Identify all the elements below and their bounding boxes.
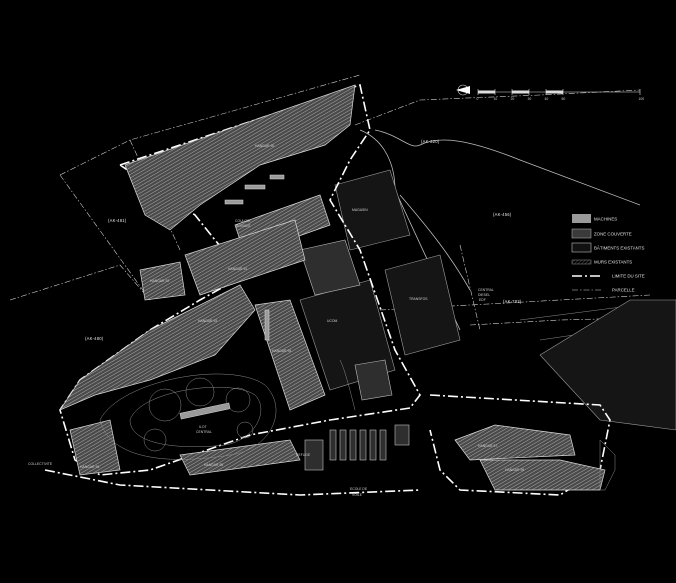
label-hangar-98: HANGAR 98 bbox=[505, 468, 524, 472]
south-structures bbox=[304, 424, 410, 471]
legend-swatch-machines bbox=[572, 214, 591, 223]
scale-tick-label: 0 bbox=[477, 97, 479, 101]
legend-label-walls: MURS EXISTANTS bbox=[594, 260, 632, 265]
ilot-central bbox=[99, 373, 277, 460]
legend: MACHINES ZONE COUVERTE BÂTIMENTS EXISTANTS… bbox=[571, 214, 645, 293]
label-hangar-90: HANGAR 90 bbox=[255, 144, 274, 148]
boat-hulls bbox=[339, 359, 616, 491]
hangar-east-1-zone bbox=[454, 424, 576, 461]
label-central-1: CENTRAL bbox=[478, 288, 494, 292]
legend-label-site: LIMITE DU SITE bbox=[612, 274, 645, 279]
transfos-building bbox=[384, 254, 461, 356]
legend-swatch-covered bbox=[571, 228, 592, 239]
label-hangar-92: HANGAR 92 bbox=[150, 279, 169, 283]
label-ak481: (AK-481) bbox=[108, 218, 127, 223]
label-hangar-94: HANGAR 94 bbox=[272, 349, 291, 353]
legend-label-machines: MACHINES bbox=[594, 217, 617, 222]
scale-tick-label: 30 bbox=[528, 97, 532, 101]
hangar-south-zone bbox=[179, 439, 301, 476]
label-transfos: TRANSFOS bbox=[409, 297, 428, 301]
label-collectivite: COLLECTIVITE bbox=[28, 462, 53, 466]
label-couloir-1: COULOIR bbox=[235, 219, 251, 223]
legend-label-existing: BÂTIMENTS EXISTANTS bbox=[594, 246, 644, 251]
north-arrow-icon bbox=[456, 84, 470, 96]
label-hangar-96: HANGAR 96 bbox=[80, 465, 99, 469]
label-refuge: REFUGE bbox=[296, 453, 311, 457]
hangar-long-zone bbox=[254, 299, 326, 411]
label-hangar-91: HANGAR 91 bbox=[228, 267, 247, 271]
label-ecole-2: VOILE bbox=[352, 493, 363, 497]
scale-bar: 0 10 20 30 40 50 100 bbox=[456, 84, 645, 101]
machines bbox=[179, 174, 285, 420]
existing-buildings bbox=[299, 169, 676, 431]
scale-tick-label: 10 bbox=[494, 97, 498, 101]
hangar-west-zone bbox=[59, 284, 256, 411]
label-central-3: EDF bbox=[479, 298, 486, 302]
legend-label-covered: ZONE COUVERTE bbox=[594, 232, 632, 237]
label-ilot-2: CENTRAL bbox=[196, 430, 212, 434]
label-ecole-1: ECOLE DE bbox=[350, 487, 368, 491]
label-magasin: MAGASIN bbox=[352, 208, 368, 212]
label-hangar-95: HANGAR 95 bbox=[204, 463, 223, 467]
scale-tick-label: 100 bbox=[639, 97, 645, 101]
hangar-central-zone bbox=[184, 219, 306, 296]
covered-zones bbox=[59, 84, 606, 491]
magasin-building bbox=[334, 169, 411, 251]
label-ak783: (AK-783) bbox=[503, 299, 522, 304]
scale-tick-label: 50 bbox=[562, 97, 566, 101]
label-hangar-97: HANGAR 97 bbox=[478, 444, 497, 448]
legend-label-parcel: PARCELLE bbox=[612, 288, 635, 293]
east-building bbox=[539, 299, 676, 431]
hangar-small-zone bbox=[139, 261, 186, 301]
scale-tick-label: 20 bbox=[511, 97, 515, 101]
scale-segment bbox=[478, 90, 495, 94]
legend-swatch-existing bbox=[571, 242, 592, 253]
central-diesel-building bbox=[299, 239, 361, 296]
hangar-90-zone bbox=[124, 84, 356, 231]
legend-swatch-walls bbox=[571, 259, 592, 265]
plan-labels: (AK-320) (AK-481) (AK-456) (AK-480) (AK-… bbox=[28, 139, 524, 497]
scale-segment bbox=[512, 90, 529, 94]
label-ucom: UCOM bbox=[327, 319, 338, 323]
south-east-block bbox=[354, 359, 393, 401]
label-ilot-1: ILOT bbox=[199, 425, 207, 429]
label-ak480: (AK-480) bbox=[85, 336, 104, 341]
label-couloir-2: BOIVANT bbox=[236, 224, 251, 228]
label-hangar-93: HANGAR 93 bbox=[198, 319, 217, 323]
scale-segment bbox=[546, 90, 563, 94]
label-ak456: (AK-456) bbox=[493, 212, 512, 217]
label-central-2: DIESEL bbox=[478, 293, 490, 297]
label-ak320: (AK-320) bbox=[421, 139, 440, 144]
hangar-east-2-zone bbox=[479, 459, 606, 491]
scale-tick-label: 40 bbox=[545, 97, 549, 101]
site-limit bbox=[44, 83, 611, 496]
hangar-sw-zone bbox=[69, 419, 121, 476]
